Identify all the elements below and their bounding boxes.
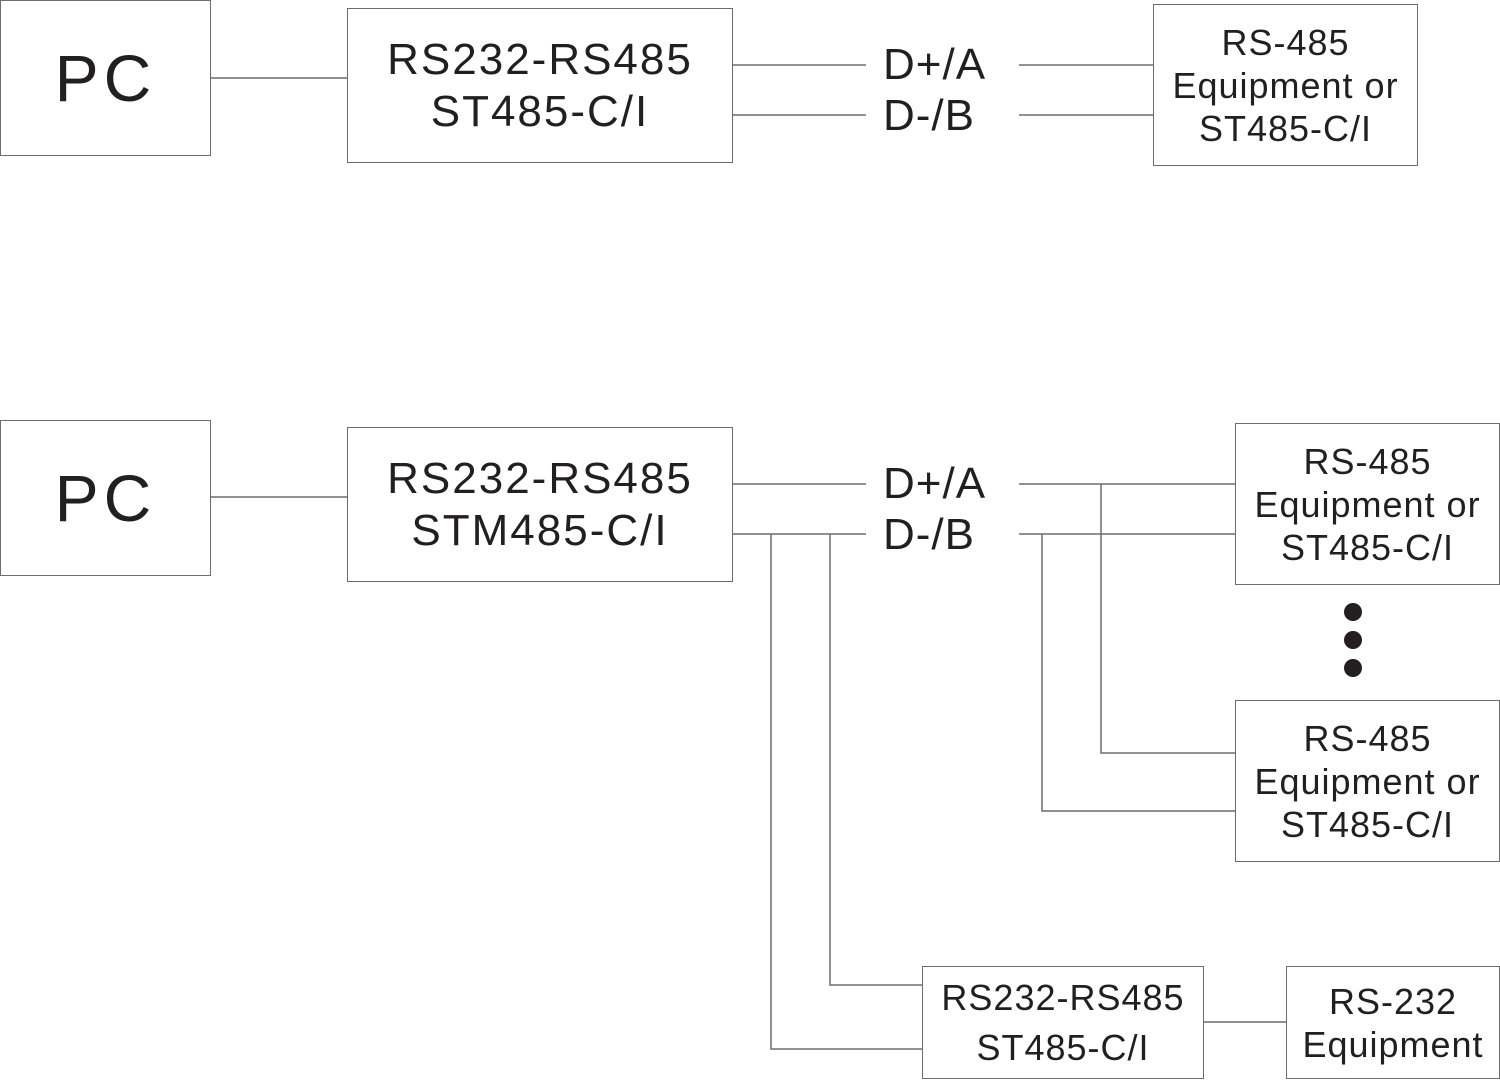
device-line-1: RS-485	[1303, 717, 1432, 759]
ellipsis-dot	[1344, 603, 1362, 621]
converter-name-line: STM485-C/I	[411, 505, 669, 555]
device-line-2: Equipment	[1302, 1023, 1484, 1065]
converter-model-line: RS232-RS485	[387, 34, 693, 84]
pc-box: PC	[0, 420, 211, 576]
converter-name-line: ST485-C/I	[430, 86, 650, 136]
converter-name-line: ST485-C/I	[976, 1026, 1150, 1068]
rs485-device-box-1: RS-485 Equipment or ST485-C/I	[1235, 423, 1500, 585]
wire-sub-converter-b	[770, 534, 922, 1050]
device-line-1: RS-485	[1303, 440, 1432, 482]
signal-label-d-minus-b: D-/B	[883, 510, 975, 559]
device-line-2: Equipment or	[1254, 483, 1481, 525]
rs485-device-box-2: RS-485 Equipment or ST485-C/I	[1235, 700, 1500, 862]
signal-label-d-minus-b: D-/B	[883, 91, 975, 140]
pc-label: PC	[54, 41, 157, 115]
pc-label: PC	[54, 461, 157, 535]
wire-d-plus-branch	[1100, 484, 1235, 754]
converter-model-line: RS232-RS485	[941, 976, 1185, 1018]
converter-box: RS232-RS485 ST485-C/I	[347, 8, 733, 163]
ellipsis-dot	[1344, 631, 1362, 649]
device-line-3: ST485-C/I	[1280, 526, 1455, 568]
wire-sub-converter-a	[829, 534, 922, 986]
wire-d-minus-branch	[1041, 534, 1235, 812]
device-line-3: ST485-C/I	[1198, 107, 1373, 149]
device-line-1: RS-232	[1328, 980, 1458, 1022]
device-line-2: Equipment or	[1254, 760, 1481, 802]
rs485-device-box: RS-485 Equipment or ST485-C/I	[1153, 4, 1418, 166]
sub-converter-box: RS232-RS485 ST485-C/I	[922, 966, 1204, 1079]
signal-label-d-plus-a: D+/A	[883, 40, 987, 89]
converter-model-line: RS232-RS485	[387, 453, 693, 503]
device-line-2: Equipment or	[1172, 64, 1399, 106]
pc-box: PC	[0, 0, 211, 156]
converter-box: RS232-RS485 STM485-C/I	[347, 427, 733, 582]
device-line-1: RS-485	[1221, 21, 1350, 63]
ellipsis-dot	[1344, 659, 1362, 677]
signal-label-d-plus-a: D+/A	[883, 459, 987, 508]
rs232-device-box: RS-232 Equipment	[1286, 966, 1500, 1079]
device-line-3: ST485-C/I	[1280, 803, 1455, 845]
